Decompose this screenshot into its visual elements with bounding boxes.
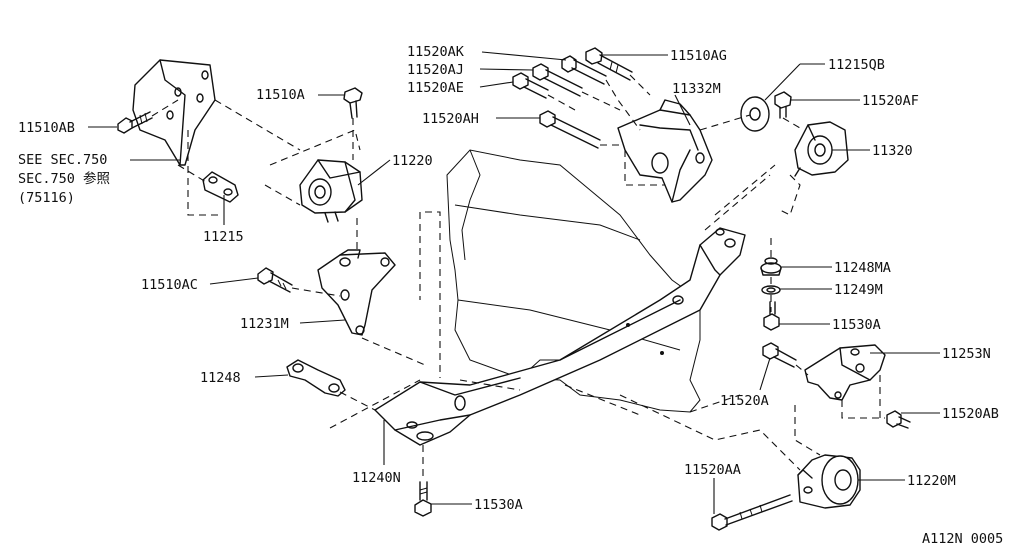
label-11220m: 11220M	[907, 473, 956, 489]
label-11240n: 11240N	[352, 470, 401, 486]
crossmember-11240n	[374, 227, 746, 446]
label-11520aa: 11520AA	[684, 462, 741, 478]
bolt-11510ac	[257, 267, 293, 293]
engine-mount-11320	[794, 121, 849, 177]
washer-11215qb	[740, 96, 770, 132]
bolt-11530a-bottom	[414, 481, 432, 517]
bolt-11530a-right	[763, 301, 780, 331]
bolt-11510ag	[585, 47, 633, 81]
bracket-11231m	[317, 249, 396, 336]
bolt-11520aa	[711, 494, 793, 531]
engine-block-outline	[446, 149, 701, 413]
label-11231m: 11231M	[240, 316, 289, 332]
label-11510ab: 11510AB	[18, 120, 75, 136]
label-11510ac: 11510AC	[141, 277, 198, 293]
assembly-guide-lines	[151, 74, 885, 480]
bolt-11510a	[343, 87, 363, 119]
bolt-11520ah	[539, 110, 601, 149]
label-11248: 11248	[200, 370, 241, 386]
label-75116: (75116)	[18, 190, 75, 206]
label-11530a-right: 11530A	[832, 317, 881, 333]
label-11510ag: 11510AG	[670, 48, 727, 64]
label-11215: 11215	[203, 229, 244, 245]
bolt-11520af	[774, 91, 792, 119]
stopper-11248ma	[760, 257, 782, 276]
label-11520ah: 11520AH	[422, 111, 479, 127]
label-11520aj: 11520AJ	[407, 62, 464, 78]
label-see-sec750: SEE SEC.750	[18, 152, 107, 168]
diagram-code: A112N 0005	[922, 531, 1003, 547]
bracket-11253n	[804, 344, 886, 401]
bracket-11332m	[617, 99, 713, 203]
bolt-11520aj	[532, 63, 583, 97]
bolt-11520ae	[512, 72, 549, 99]
label-sec750-ref: SEC.750 参照	[18, 170, 110, 187]
label-11332m: 11332M	[672, 81, 721, 97]
label-11249m: 11249M	[834, 282, 883, 298]
bolt-11520a	[762, 342, 797, 368]
washer-11249m	[761, 285, 781, 295]
leader-lines	[88, 51, 940, 514]
bolt-11510ab	[117, 111, 153, 134]
engine-mount-11220m	[797, 454, 861, 509]
label-11253n: 11253N	[942, 346, 991, 362]
label-11215qb: 11215QB	[828, 57, 885, 73]
label-11520ae: 11520AE	[407, 80, 464, 96]
label-11520a: 11520A	[720, 393, 769, 409]
left-bracket-sec750	[132, 59, 216, 166]
bolt-11520ak	[561, 55, 607, 85]
label-11220: 11220	[392, 153, 433, 169]
label-11520ab: 11520AB	[942, 406, 999, 422]
part-labels: 11510AB SEE SEC.750 SEC.750 参照 (75116) 1…	[18, 44, 1003, 547]
plate-11215	[202, 171, 239, 203]
label-11510a: 11510A	[256, 87, 305, 103]
stopper-11248	[286, 359, 346, 397]
label-11530a-bottom: 11530A	[474, 497, 523, 513]
label-11520af: 11520AF	[862, 93, 919, 109]
engine-mount-11220	[299, 159, 363, 223]
bolt-11520ab	[886, 410, 911, 429]
label-11520ak: 11520AK	[407, 44, 465, 60]
label-11248ma: 11248MA	[834, 260, 891, 276]
label-11320: 11320	[872, 143, 913, 159]
